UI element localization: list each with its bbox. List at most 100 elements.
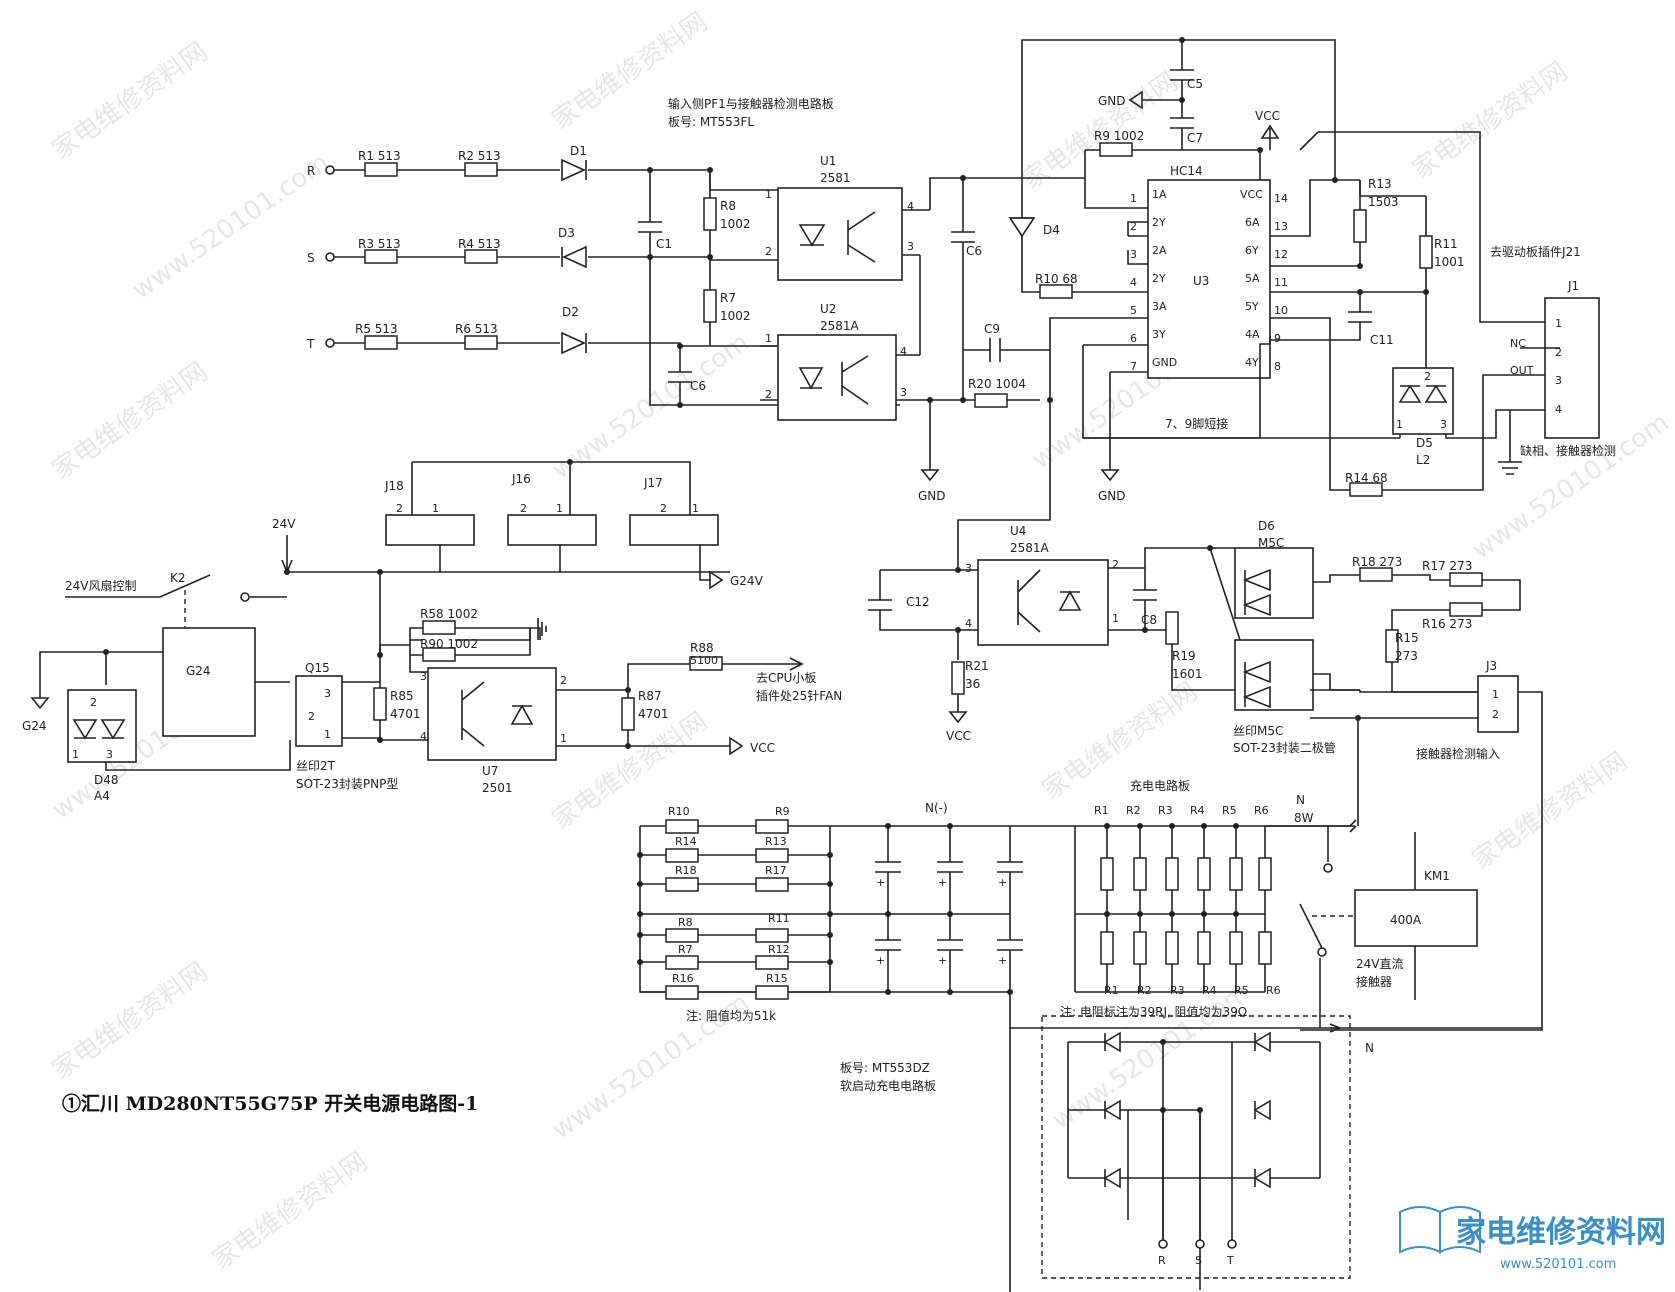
j3-name: J3: [1485, 659, 1497, 673]
board1-title: 输入侧PF1与接触器检测电路板: [668, 96, 834, 111]
q15-name: Q15: [305, 661, 330, 675]
c12-label: C12: [906, 595, 930, 609]
svg-text:4: 4: [907, 200, 914, 213]
u4-part: 2581A: [1010, 541, 1050, 555]
resistor-div-r16: [665, 985, 699, 1000]
resistor-r3: [364, 249, 398, 264]
cpu-label-2: 插件处25针FAN: [756, 688, 842, 703]
svg-text:3: 3: [900, 386, 907, 399]
u3-pin-2a: 2A: [1152, 244, 1167, 257]
diode-d6: D6 M5C 丝印M5C SOT-23封装二极管 R18 273 R17 273…: [1209, 519, 1521, 755]
j3-note: 接触器检测输入: [1416, 746, 1500, 761]
u7-name: U7: [482, 764, 498, 778]
r20-label: R20 1004: [968, 377, 1026, 391]
svg-text:3: 3: [106, 748, 113, 761]
svg-text:1: 1: [1112, 612, 1119, 625]
vcc-label-u7: VCC: [750, 741, 775, 755]
charge-resistor: [1197, 931, 1211, 965]
u3-num: 13: [1274, 220, 1288, 233]
logo-url: www.520101.com: [1500, 1257, 1616, 1272]
c8-label: C8: [1141, 613, 1157, 627]
svg-text:4: 4: [420, 730, 427, 743]
svg-text:2: 2: [520, 502, 527, 515]
j3-pin-1: 1: [1492, 688, 1499, 701]
j3-pin-2: 2: [1492, 708, 1499, 721]
charge-resistor: [1258, 931, 1272, 965]
rst-s: S: [1195, 1254, 1202, 1267]
v24-label: 24V: [272, 517, 296, 531]
n-label: N: [1296, 793, 1305, 807]
contactor-km1: [1354, 889, 1478, 947]
div-label: R11: [768, 912, 790, 925]
diode-d1: [561, 158, 586, 182]
gnd-label-top: GND: [1098, 94, 1126, 108]
u3-num: 10: [1274, 304, 1288, 317]
rectifier-bridge-box: [1041, 1015, 1351, 1279]
resistor-r11: [1419, 235, 1433, 269]
r87-label: R87: [638, 689, 662, 703]
logo-text: 家电维修资料网: [1456, 1215, 1666, 1250]
u4-name: U4: [1010, 524, 1026, 538]
charge-res-bottom-label: R2: [1137, 984, 1152, 997]
u3-name: U3: [1193, 274, 1209, 288]
r5-label: R5 513: [355, 322, 398, 336]
charge-resistor: [1133, 857, 1147, 891]
charge-res-bottom-label: R5: [1234, 984, 1249, 997]
r7-value: 1002: [720, 309, 751, 323]
k2-label: K2: [170, 571, 186, 585]
nminus-label: N(-): [925, 801, 948, 815]
d6-name: D6: [1258, 519, 1275, 533]
km1-label: KM1: [1424, 869, 1450, 883]
charge-res-top-label: R3: [1158, 804, 1173, 817]
diode-d3: [562, 245, 587, 269]
r4-label: R4 513: [458, 237, 501, 251]
g24-ground-label: G24: [22, 719, 47, 733]
u3-num: 12: [1274, 248, 1288, 261]
gnd-label-1: GND: [918, 489, 946, 503]
j1-pin-3: 3: [1555, 374, 1562, 387]
div-label: R10: [668, 805, 690, 818]
optocoupler-u7: [427, 667, 557, 761]
svg-text:1: 1: [692, 502, 699, 515]
r88-value: 5100: [690, 654, 718, 667]
svg-text:1: 1: [432, 502, 439, 515]
d3-label: D3: [558, 226, 575, 240]
watermark: 家电维修资料网: [1467, 747, 1633, 876]
d6-note2: SOT-23封装二极管: [1233, 740, 1336, 755]
charge-resistor: [1100, 857, 1114, 891]
input-t-label: T: [306, 337, 315, 351]
n-label-2: N: [1365, 1041, 1374, 1055]
svg-text:2: 2: [90, 696, 97, 709]
c5-label: C5: [1187, 77, 1203, 91]
svg-text:3: 3: [907, 240, 914, 253]
div-label: R14: [675, 835, 697, 848]
d5-part: L2: [1416, 453, 1430, 467]
resistor-div-r7: [665, 955, 699, 970]
resistor-r17: [1449, 572, 1483, 587]
r85-value: 4701: [390, 707, 421, 721]
d48-part: A4: [94, 789, 110, 803]
u3-note: 7、9脚短接: [1165, 416, 1228, 431]
svg-text:1: 1: [72, 748, 79, 761]
r8-value: 1002: [720, 217, 751, 231]
charge-resistor: [1229, 857, 1243, 891]
charge-resistor: [1229, 931, 1243, 965]
resistor-r87: [621, 697, 635, 731]
resistor-r10: [1039, 284, 1073, 299]
resistor-div-r17: [755, 877, 789, 892]
u3-pin-5y: 5Y: [1245, 300, 1259, 313]
svg-text:2: 2: [1112, 558, 1119, 571]
watermark-url: www.520101.com: [1047, 978, 1255, 1136]
charge-res-bottom-label: R4: [1202, 984, 1217, 997]
vcc-label-top: VCC: [1255, 109, 1280, 123]
charge-res-top-label: R5: [1222, 804, 1237, 817]
d6-note1: 丝印M5C: [1233, 724, 1283, 738]
r1-label: R1 513: [358, 149, 401, 163]
u1-part: 2581: [820, 171, 851, 185]
board2-subtitle: 软启动充电电路板: [840, 1078, 936, 1093]
j1-name: J1: [1567, 279, 1579, 293]
input-r-label: R: [307, 164, 315, 178]
rst-t: T: [1226, 1254, 1234, 1267]
board1-number: 板号: MT553FL: [668, 115, 754, 129]
svg-text:1: 1: [1396, 418, 1403, 431]
